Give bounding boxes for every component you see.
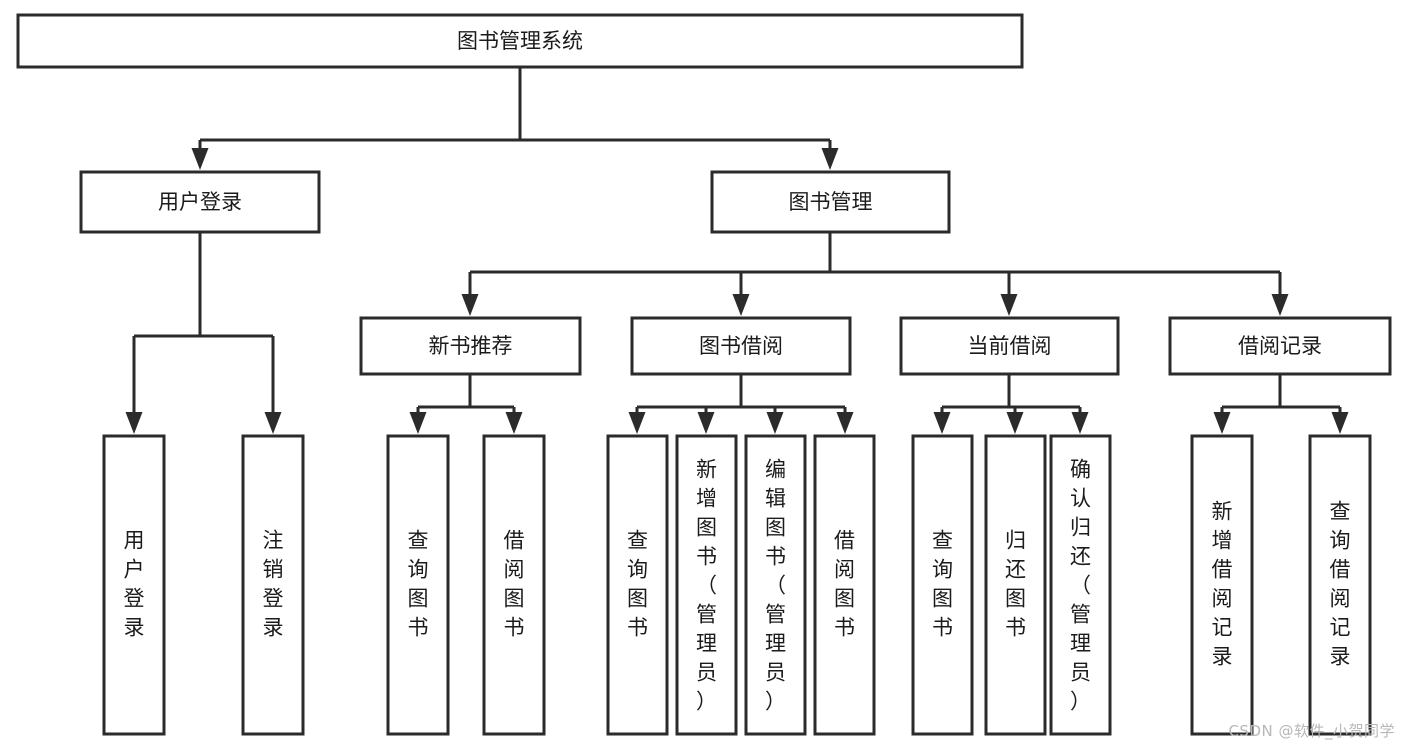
arrow-leaf-borrow-add <box>697 407 715 434</box>
node-label-leaf-rec-borrow: 借阅图书 <box>504 529 525 640</box>
node-label-new-book-rec: 新书推荐 <box>429 334 513 358</box>
arrow-leaf-cur-confirm <box>1071 407 1089 434</box>
node-leaf-rec-search[interactable]: 查询借阅记录 <box>1308 434 1372 736</box>
node-leaf-cur-confirm[interactable]: 确认归还（管理员） <box>1049 434 1112 736</box>
node-label-leaf-cur-confirm: 确认归还（管理员） <box>1070 458 1091 714</box>
node-label-leaf-user-logout: 注销登录 <box>263 529 284 640</box>
node-label-borrow-record: 借阅记录 <box>1238 334 1322 358</box>
node-box-user-login[interactable] <box>79 170 321 234</box>
csdn-watermark: CSDN @软件_小贺同学 <box>1228 722 1395 740</box>
node-label-user-login: 用户登录 <box>158 190 242 214</box>
node-book-borrow[interactable]: 图书借阅 <box>630 316 852 376</box>
node-label-leaf-borrow-edit: 编辑图书（管理员） <box>765 458 786 714</box>
node-root[interactable]: 图书管理系统 <box>16 13 1024 69</box>
node-label-book-borrow: 图书借阅 <box>699 334 783 358</box>
node-box-leaf-cur-query[interactable] <box>911 434 974 736</box>
node-box-leaf-borrow-add[interactable] <box>675 434 738 736</box>
node-box-leaf-rec-search[interactable] <box>1308 434 1372 736</box>
connector-layer <box>134 67 1340 409</box>
node-book-admin[interactable]: 图书管理 <box>710 170 951 234</box>
bus-user-login <box>134 232 273 338</box>
arrow-leaf-user-logout <box>264 336 282 434</box>
arrow-leaf-borrow-query <box>628 407 646 434</box>
node-label-leaf-user-login: 用户登录 <box>124 529 145 640</box>
node-box-leaf-rec-query[interactable] <box>386 434 450 736</box>
node-user-login[interactable]: 用户登录 <box>79 170 321 234</box>
node-box-book-admin[interactable] <box>710 170 951 234</box>
arrow-to-current-borrow <box>1000 272 1018 316</box>
arrow-leaf-borrow-edit <box>766 407 784 434</box>
arrow-leaf-borrow-lend <box>836 407 854 434</box>
node-box-leaf-borrow-query[interactable] <box>606 434 669 736</box>
node-leaf-rec-borrow[interactable]: 借阅图书 <box>482 434 546 736</box>
node-leaf-borrow-edit[interactable]: 编辑图书（管理员） <box>744 434 807 736</box>
arrow-to-new-book-rec <box>461 272 479 316</box>
node-leaf-rec-query[interactable]: 查询图书 <box>386 434 450 736</box>
node-box-leaf-user-logout[interactable] <box>241 434 305 736</box>
node-leaf-user-logout[interactable]: 注销登录 <box>241 434 305 736</box>
node-label-leaf-rec-add: 新增借阅记录 <box>1212 500 1233 669</box>
node-box-leaf-cur-confirm[interactable] <box>1049 434 1112 736</box>
node-leaf-cur-query[interactable]: 查询图书 <box>911 434 974 736</box>
node-leaf-borrow-add[interactable]: 新增图书（管理员） <box>675 434 738 736</box>
node-label-leaf-rec-search: 查询借阅记录 <box>1330 500 1351 669</box>
node-box-borrow-record[interactable] <box>1168 316 1392 376</box>
arrow-to-user-login <box>191 140 209 170</box>
arrow-to-book-borrow <box>732 272 750 316</box>
arrow-leaf-user-login <box>125 336 143 434</box>
node-label-leaf-cur-query: 查询图书 <box>932 529 953 640</box>
node-leaf-rec-add[interactable]: 新增借阅记录 <box>1190 434 1254 736</box>
node-label-current-borrow: 当前借阅 <box>968 334 1052 358</box>
bus-current-borrow <box>942 374 1080 409</box>
bus-book-admin <box>470 232 1280 274</box>
node-box-leaf-borrow-lend[interactable] <box>813 434 876 736</box>
arrow-leaf-rec-search <box>1331 407 1349 434</box>
arrow-leaf-cur-return <box>1006 407 1024 434</box>
node-leaf-user-login[interactable]: 用户登录 <box>102 434 166 736</box>
node-box-leaf-borrow-edit[interactable] <box>744 434 807 736</box>
node-label-leaf-cur-return: 归还图书 <box>1005 529 1026 640</box>
node-label-book-admin: 图书管理 <box>789 190 873 214</box>
node-box-root[interactable] <box>16 13 1024 69</box>
node-label-root: 图书管理系统 <box>457 29 583 53</box>
arrow-to-borrow-record <box>1271 272 1289 316</box>
node-box-new-book-rec[interactable] <box>359 316 582 376</box>
arrow-to-book-admin <box>821 140 839 170</box>
bus-book-borrow <box>637 374 845 409</box>
node-label-leaf-borrow-add: 新增图书（管理员） <box>696 458 717 714</box>
node-box-leaf-cur-return[interactable] <box>984 434 1047 736</box>
bus-root <box>200 67 830 142</box>
node-borrow-record[interactable]: 借阅记录 <box>1168 316 1392 376</box>
node-current-borrow[interactable]: 当前借阅 <box>899 316 1120 376</box>
node-box-leaf-user-login[interactable] <box>102 434 166 736</box>
node-box-leaf-rec-add[interactable] <box>1190 434 1254 736</box>
node-new-book-rec[interactable]: 新书推荐 <box>359 316 582 376</box>
arrow-leaf-rec-query <box>409 407 427 434</box>
node-label-leaf-rec-query: 查询图书 <box>408 529 429 640</box>
node-leaf-cur-return[interactable]: 归还图书 <box>984 434 1047 736</box>
node-box-leaf-rec-borrow[interactable] <box>482 434 546 736</box>
node-leaf-borrow-query[interactable]: 查询图书 <box>606 434 669 736</box>
bus-borrow-record <box>1222 374 1340 409</box>
arrow-leaf-rec-add <box>1213 407 1231 434</box>
node-box-book-borrow[interactable] <box>630 316 852 376</box>
arrow-leaf-cur-query <box>933 407 951 434</box>
node-label-leaf-borrow-query: 查询图书 <box>627 529 648 640</box>
node-label-leaf-borrow-lend: 借阅图书 <box>834 529 855 640</box>
arrow-leaf-rec-borrow <box>505 407 523 434</box>
node-leaf-borrow-lend[interactable]: 借阅图书 <box>813 434 876 736</box>
node-layer: 图书管理系统用户登录图书管理新书推荐图书借阅当前借阅借阅记录用户登录注销登录查询… <box>16 13 1392 736</box>
arrow-layer <box>125 140 1349 434</box>
node-box-current-borrow[interactable] <box>899 316 1120 376</box>
bus-new-book-rec <box>418 374 514 409</box>
